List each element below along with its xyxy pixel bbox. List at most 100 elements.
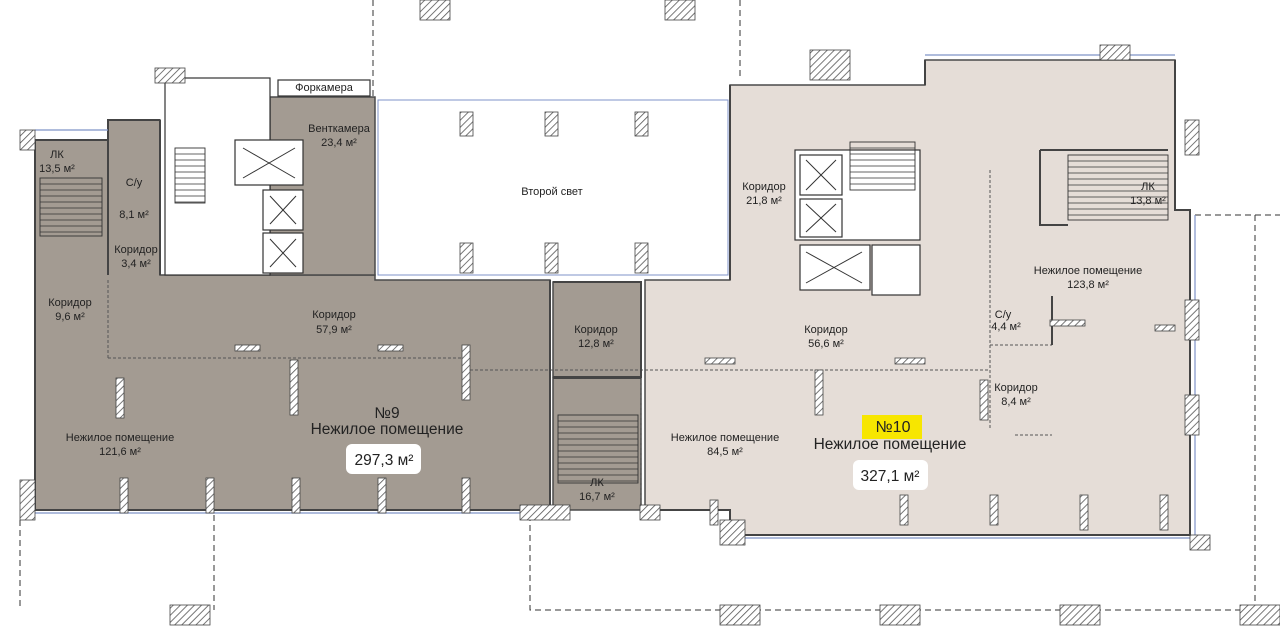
column-12 [377, 477, 387, 514]
column-0 [459, 111, 474, 137]
unit-9-area: 297,3 м² [355, 452, 414, 469]
column-40 [1189, 534, 1211, 551]
unit-10-number-highlight [862, 415, 922, 439]
room-su-2-area: 4,4 м² [991, 321, 1021, 333]
column-34 [1099, 44, 1131, 61]
room-kor-5-name: Коридор [742, 181, 785, 193]
room-vent-area: 23,4 м² [321, 137, 357, 149]
hatched-columns [19, 0, 1280, 626]
column-43 [719, 604, 761, 626]
elevator-x-marks-right [805, 159, 863, 284]
room-fork-name: Форкамера [295, 82, 354, 94]
stairs [39, 141, 1169, 484]
room-kor-7-name: Коридор [994, 382, 1037, 394]
column-25 [234, 344, 261, 352]
room-kor-6-area: 56,6 м² [808, 338, 844, 350]
column-6 [115, 377, 125, 419]
room-su-2-name: С/у [995, 309, 1012, 321]
column-24 [894, 357, 926, 365]
room-kor-1-name: Коридор [114, 244, 157, 256]
column-15 [979, 379, 989, 421]
column-44 [1059, 604, 1101, 626]
column-20 [1184, 394, 1200, 436]
room-su-1-area: 8,1 м² [119, 209, 149, 221]
unit-9-number: №9 [374, 405, 399, 422]
stair-steps [40, 147, 1168, 482]
unit-9-area-badge [346, 444, 421, 474]
room-kor-5-area: 21,8 м² [746, 195, 782, 207]
unit-9-area [34, 96, 642, 511]
column-45 [1239, 604, 1280, 626]
column-5 [634, 242, 649, 274]
column-32 [154, 67, 186, 84]
column-39 [719, 519, 746, 546]
column-9 [119, 477, 129, 514]
room-lk-3-area: 13,8 м² [1130, 195, 1166, 207]
room-su-1-name: С/у [126, 177, 143, 189]
column-19 [1184, 299, 1200, 341]
unit-10-area: 327,1 м² [861, 468, 920, 485]
room-nz-1-name: Нежилое помещение [66, 432, 174, 444]
unit-10-label: №10 Нежилое помещение 327,1 м² [814, 415, 967, 490]
column-21 [1049, 319, 1086, 327]
column-37 [519, 504, 571, 521]
column-2 [634, 111, 649, 137]
column-16 [1079, 494, 1089, 531]
column-22 [1154, 324, 1176, 332]
column-35 [19, 129, 36, 151]
room-nz-2-name: Нежилое помещение [671, 432, 779, 444]
column-28 [899, 494, 909, 526]
column-1 [544, 111, 559, 137]
column-23 [704, 357, 736, 365]
column-33 [809, 49, 851, 81]
reference-lines [19, 0, 1280, 611]
room-nz-3-name: Нежилое помещение [1034, 265, 1142, 277]
unit-10-name: Нежилое помещение [814, 436, 967, 453]
column-38 [639, 504, 661, 521]
column-30 [419, 0, 451, 21]
column-41 [169, 604, 211, 626]
room-kor-7-area: 8,4 м² [1001, 396, 1031, 408]
column-31 [664, 0, 696, 21]
room-kor-2-name: Коридор [48, 297, 91, 309]
column-11 [291, 477, 301, 514]
room-nz-2-area: 84,5 м² [707, 446, 743, 458]
core-left [164, 77, 371, 276]
column-3 [459, 242, 474, 274]
room-kor-3-name: Коридор [312, 309, 355, 321]
room-kor-4-name: Коридор [574, 324, 617, 336]
room-second-light-name: Второй свет [521, 186, 582, 198]
column-13 [461, 477, 471, 514]
room-kor-3-area: 57,9 м² [316, 324, 352, 336]
unit-10-area-badge [853, 460, 928, 490]
room-lk-1-name: ЛК [50, 149, 64, 161]
room-kor-4-area: 12,8 м² [578, 338, 614, 350]
column-17 [1159, 494, 1169, 531]
room-lk-1-area: 13,5 м² [39, 163, 75, 175]
room-lk-2-area: 16,7 м² [579, 491, 615, 503]
column-42 [879, 604, 921, 626]
unit-9-label: №9 Нежилое помещение 297,3 м² [311, 405, 463, 474]
column-29 [989, 494, 999, 526]
column-10 [205, 477, 215, 514]
room-lk-3-name: ЛК [1141, 181, 1155, 193]
room-vent-name: Венткамера [308, 123, 371, 135]
column-7 [289, 359, 299, 416]
column-18 [1184, 119, 1200, 156]
unit-10-number: №10 [876, 419, 911, 436]
room-kor-1-area: 3,4 м² [121, 258, 151, 270]
partitions [107, 170, 1052, 510]
room-lk-2-name: ЛК [590, 477, 604, 489]
column-26 [377, 344, 404, 352]
column-27 [709, 499, 719, 526]
column-14 [814, 369, 824, 416]
room-kor-6-name: Коридор [804, 324, 847, 336]
column-36 [19, 479, 36, 521]
elevator-x-marks [242, 147, 297, 268]
room-kor-2-area: 9,6 м² [55, 311, 85, 323]
room-nz-1-area: 121,6 м² [99, 446, 141, 458]
column-4 [544, 242, 559, 274]
room-nz-3-area: 123,8 м² [1067, 279, 1109, 291]
